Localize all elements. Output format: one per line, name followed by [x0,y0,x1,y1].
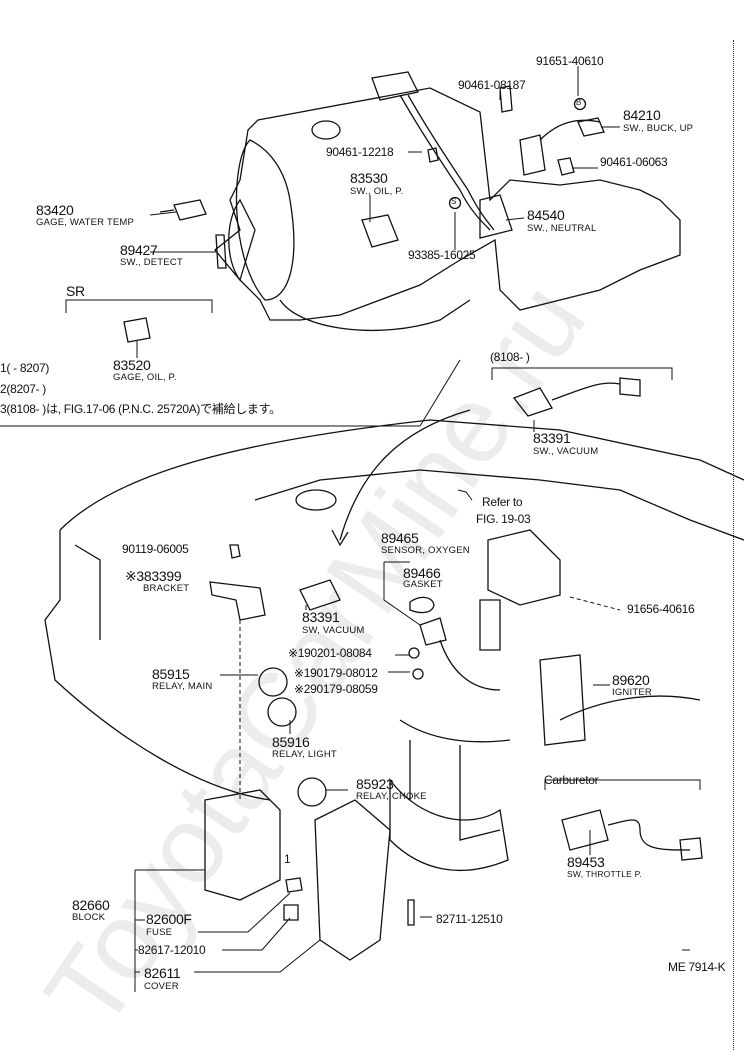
part-number: 83420 [36,202,74,218]
marker-s-label: S [451,197,457,206]
part-number: 82617-12010 [138,943,206,957]
part-number: 91656-40616 [627,602,695,616]
part-number: 83520 [113,357,151,373]
part-number: 84210 [623,107,661,123]
part-description: BLOCK [72,912,106,923]
marker-b-label: B [576,98,582,107]
part-number: 90461-12218 [326,145,394,159]
part-description: FUSE [146,927,173,938]
part-number: 91651-40610 [536,54,604,68]
index-mark: 1 [284,852,291,866]
part-description: GASKET [403,579,443,590]
part-number: 90119-06005 [122,542,189,556]
part-number: 89465 [381,530,419,546]
part-description: COVER [144,981,179,992]
part-description: SW, THROTTLE P. [567,869,642,879]
part-number: 82611 [144,965,181,981]
part-number: ※190201-08084 [288,646,372,660]
part-number: ※383399 [125,568,182,584]
part-number: 83530 [350,170,388,186]
part-number: 89620 [612,672,650,688]
part-number: 89427 [120,242,158,258]
part-number: 89466 [403,565,441,581]
part-number: ※290179-08059 [294,682,378,696]
part-number: 83391 [302,609,340,625]
part-number: 89453 [567,854,605,870]
part-description: SW., NEUTRAL [527,223,597,234]
part-number: 85916 [272,734,310,750]
part-number: 82660 [72,897,110,913]
part-number: 84540 [527,207,565,223]
part-description: BRACKET [143,583,190,594]
part-number: ※190179-08012 [294,666,378,680]
marker-s-icon [448,196,462,210]
part-number: 83391 [533,430,571,446]
part-number: 82711-12510 [436,912,503,926]
part-description: SW., OIL, P. [350,186,404,197]
part-description: SW., DETECT [120,257,183,268]
footnote: 2(8207- ) [0,382,46,396]
part-number: 82600F [146,911,192,927]
vehicle-body-illustration [44,409,744,872]
part-number: 93385-16025 [408,248,476,262]
section-carburetor: Carburetor [544,773,599,787]
part-number: 85923 [356,776,394,792]
refer-figure-link[interactable]: FIG. 19-03 [476,512,531,526]
section-sr: SR [66,283,85,299]
part-description: SW., BUCK, UP [623,123,694,134]
part-description: GAGE, WATER TEMP [36,217,135,228]
part-description: SENSOR, OXYGEN [381,545,470,556]
diagram-code: ME 7914-K [668,960,726,974]
refer-to-label: Refer to [482,495,523,509]
footnote: 3(8108- )は, FIG.17-06 (P.N.C. 25720A)で補給… [0,402,281,416]
part-description: SW, VACUUM [302,625,365,636]
part-number: 90461-08187 [458,78,526,92]
part-description: RELAY, LIGHT [272,749,337,760]
marker-b-icon [573,97,587,111]
part-description: SW., VACUUM [533,446,599,457]
part-description: RELAY, CHOKE [356,791,427,802]
part-number: 85915 [152,666,190,682]
part-number: 90461-06063 [600,155,668,169]
part-description: IGNITER [612,687,652,698]
part-description: GAGE, OIL, P. [113,372,177,383]
engine-illustration [123,71,681,343]
part-description: RELAY, MAIN [152,681,213,692]
page-edge [733,40,740,1050]
section-8108: (8108- ) [490,350,530,364]
footnote: 1( - 8207) [0,361,50,375]
